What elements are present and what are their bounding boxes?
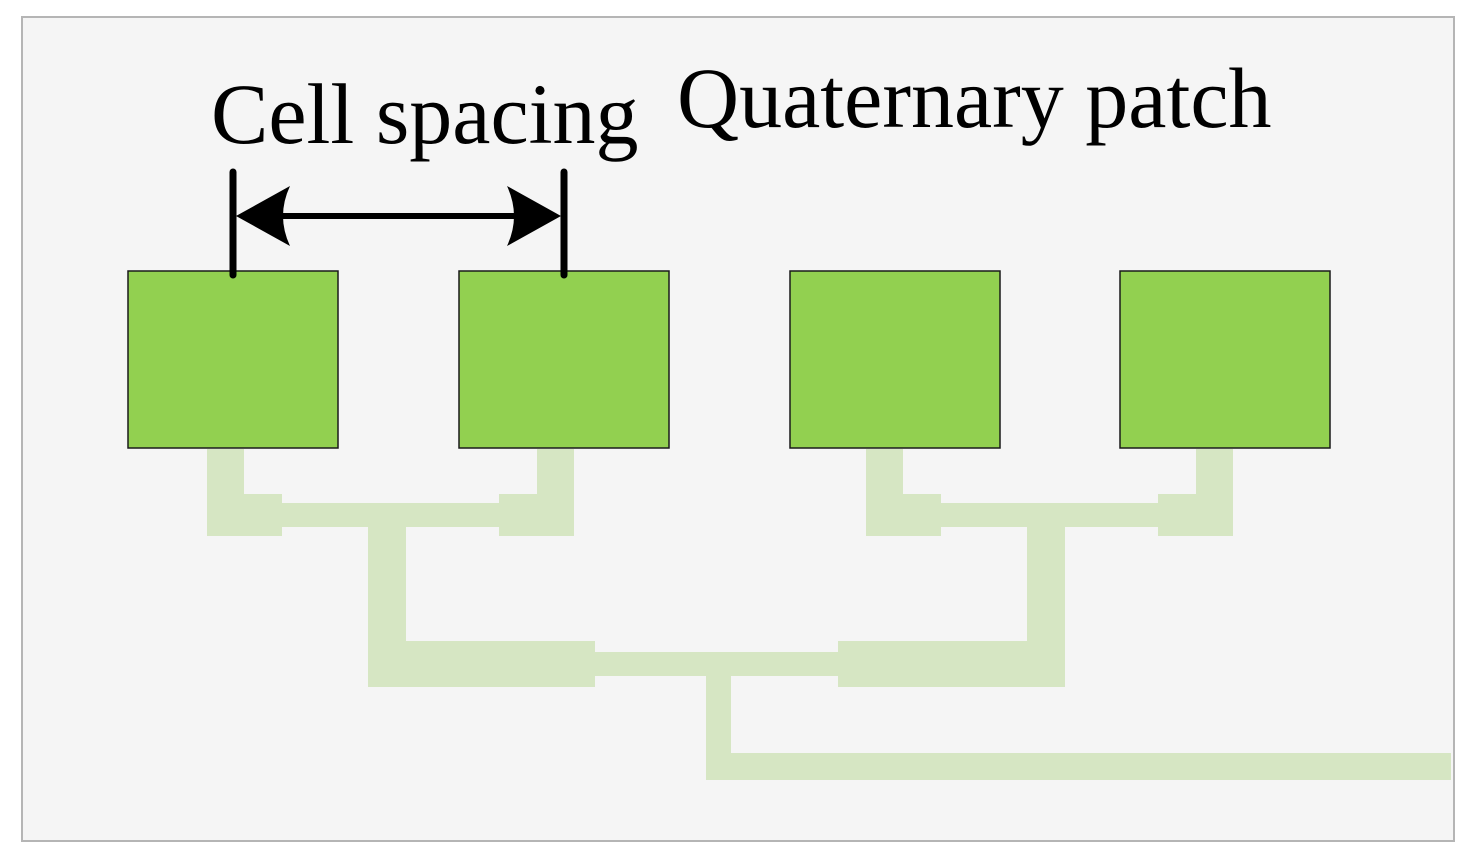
- patch-2: [458, 270, 670, 449]
- feed-section-left: [368, 641, 595, 687]
- patch-row: [127, 270, 1331, 449]
- feed-step-3: [866, 494, 941, 536]
- cell-spacing-label: Cell spacing: [211, 66, 639, 162]
- feed-step-4: [1158, 494, 1233, 536]
- arrowhead-right-icon: [507, 186, 561, 246]
- feed-section-right: [838, 641, 1065, 687]
- patch-4: [1119, 270, 1331, 449]
- feed-line-left-pair: [282, 503, 499, 527]
- feed-step-2: [499, 494, 574, 536]
- feed-step-1: [207, 494, 282, 536]
- arrowhead-left-icon: [236, 186, 290, 246]
- feed-line-right-pair: [941, 503, 1158, 527]
- feed-output-line: [706, 753, 1451, 780]
- patch-3: [789, 270, 1001, 449]
- feed-riser-left: [368, 527, 406, 645]
- cell-spacing-marker: [229, 168, 568, 279]
- feed-line-center: [595, 652, 838, 676]
- diagram-title: Quaternary patch: [677, 50, 1272, 146]
- patch-1: [127, 270, 339, 449]
- feed-riser-right: [1027, 527, 1065, 645]
- feed-network: [207, 449, 1451, 780]
